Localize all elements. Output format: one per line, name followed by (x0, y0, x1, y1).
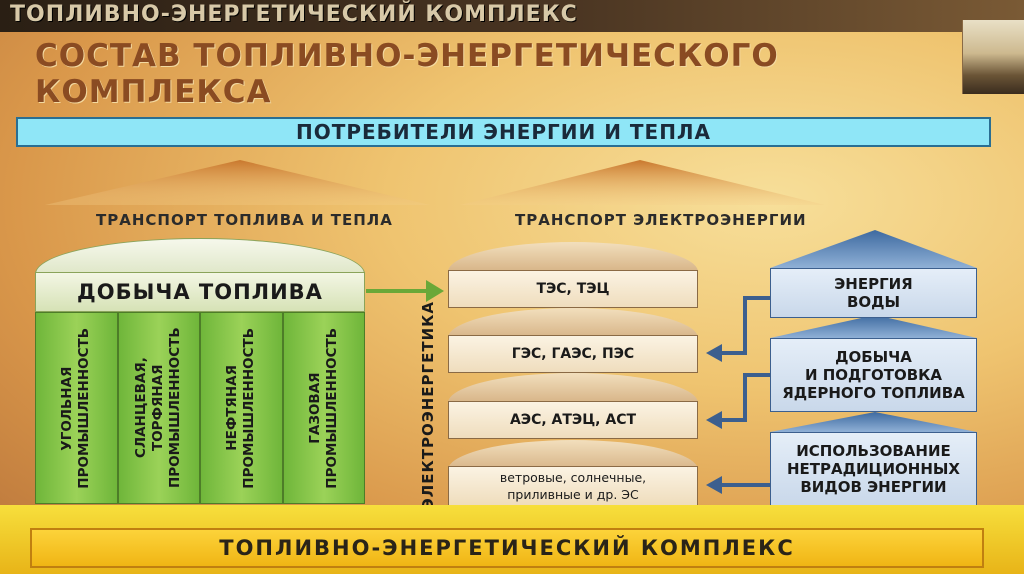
source-nuclear-line1: ДОБЫЧА (835, 348, 912, 366)
header-photo (962, 20, 1024, 94)
source-roof-1 (770, 230, 977, 268)
source-roof-3 (770, 412, 977, 432)
source-roof-2 (770, 315, 977, 338)
header-bar (0, 0, 1024, 32)
consumers-label: ПОТРЕБИТЕЛИ ЭНЕРГИИ И ТЕПЛА (295, 120, 712, 144)
industry-shale-line1: СЛАНЦЕВАЯ, ТОРФЯНАЯ (133, 357, 167, 459)
electro-label: ЭЛЕКТРОЭНЕРГЕТИКА (419, 300, 437, 510)
arrowhead-aes (706, 411, 722, 429)
source-water-line2: ВОДЫ (846, 293, 901, 311)
transport-electricity-label: ТРАНСПОРТ ЭЛЕКТРОЭНЕРГИИ (515, 211, 807, 229)
page-title: СОСТАВ ТОПЛИВНО-ЭНЕРГЕТИЧЕСКОГО КОМПЛЕКС… (35, 38, 779, 110)
plant-ges: ГЭС, ГАЭС, ПЭС (448, 335, 698, 373)
source-nuclear-line3: ЯДЕРНОГО ТОПЛИВА (782, 384, 965, 402)
source-alt-line2: НЕТРАДИЦИОННЫХ (787, 460, 960, 478)
roof-right (460, 160, 825, 205)
industry-coal-line2: ПРОМЫШЛЕННОСТЬ (76, 327, 93, 489)
arrow-fuel-to-tes (366, 280, 444, 302)
base-title-box: ТОПЛИВНО-ЭНЕРГЕТИЧЕСКИЙ КОМПЛЕКС (30, 528, 984, 568)
transport-fuel-label: ТРАНСПОРТ ТОПЛИВА И ТЕПЛА (96, 211, 393, 229)
industry-shale-line2: ПРОМЫШЛЕННОСТЬ (167, 327, 184, 489)
fuel-title-box: ДОБЫЧА ТОПЛИВА (35, 272, 365, 312)
arrowhead-wind (706, 476, 722, 494)
industry-oil-line1: НЕФТЯНАЯ (224, 365, 241, 451)
source-alt-line3: ВИДОВ ЭНЕРГИИ (800, 478, 947, 496)
source-alt-line1: ИСПОЛЬЗОВАНИЕ (796, 442, 951, 460)
consumers-bar: ПОТРЕБИТЕЛИ ЭНЕРГИИ И ТЕПЛА (16, 117, 991, 147)
fuel-title: ДОБЫЧА ТОПЛИВА (77, 280, 323, 304)
industry-oil-line2: ПРОМЫШЛЕННОСТЬ (241, 327, 258, 489)
industry-coal-line1: УГОЛЬНАЯ (59, 365, 76, 451)
arrow-water-to-ges (720, 296, 770, 355)
electro-label-box: ЭЛЕКТРОЭНЕРГЕТИКА (416, 300, 440, 510)
industry-gas-line1: ГАЗОВАЯ (306, 372, 323, 444)
roof-left (45, 160, 430, 205)
arrow-nuclear-to-aes (720, 373, 770, 422)
plant-tes-label: ТЭС, ТЭЦ (536, 280, 610, 297)
plant-alt: ветровые, солнечные, приливные и др. ЭС (448, 466, 698, 506)
industry-gas-line2: ПРОМЫШЛЕННОСТЬ (323, 327, 340, 489)
base-title: ТОПЛИВНО-ЭНЕРГЕТИЧЕСКИЙ КОМПЛЕКС (219, 536, 795, 560)
plant-ges-label: ГЭС, ГАЭС, ПЭС (511, 345, 635, 362)
arrowhead-ges (706, 344, 722, 362)
plant-aes: АЭС, АТЭЦ, АСТ (448, 401, 698, 439)
plant-aes-label: АЭС, АТЭЦ, АСТ (509, 411, 637, 428)
header-title: ТОПЛИВНО-ЭНЕРГЕТИЧЕСКИЙ КОМПЛЕКС (10, 2, 578, 27)
plant-tes: ТЭС, ТЭЦ (448, 270, 698, 308)
plant-alt-line2: приливные и др. ЭС (507, 487, 639, 502)
plant-alt-line1: ветровые, солнечные, (499, 470, 647, 485)
source-water-line1: ЭНЕРГИЯ (834, 275, 913, 293)
source-nuclear-line2: И ПОДГОТОВКА (804, 366, 943, 384)
